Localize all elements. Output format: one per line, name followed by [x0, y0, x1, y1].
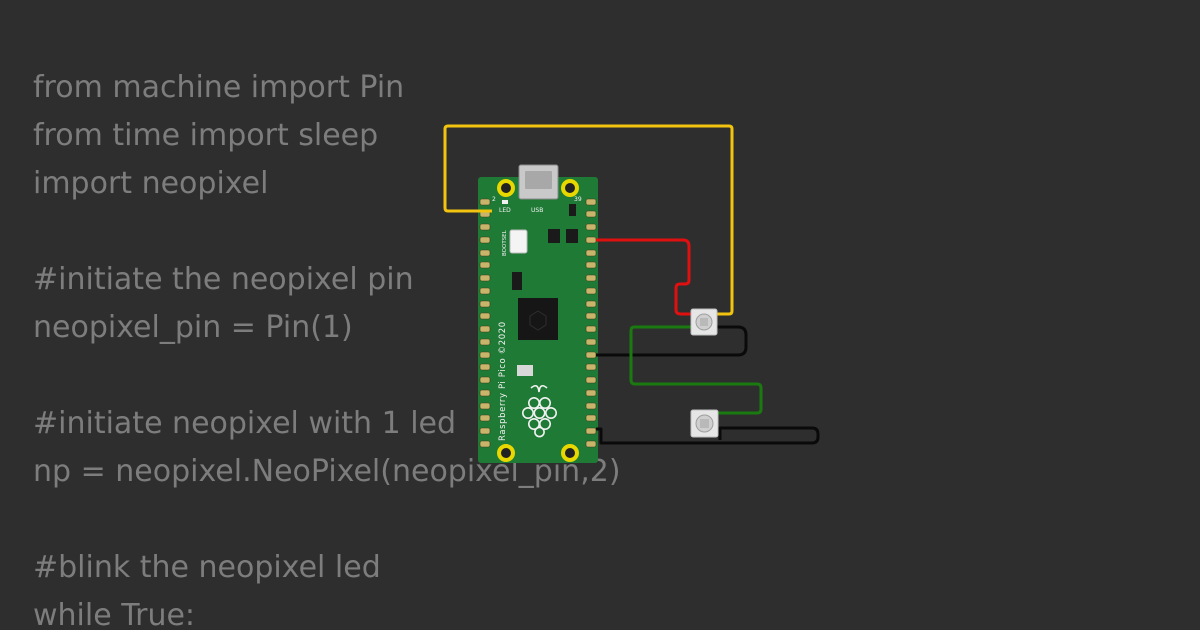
code-line[interactable]: neopixel_pin = Pin(1) — [33, 310, 353, 345]
code-line[interactable]: while True: — [33, 598, 196, 630]
pin-2-label: 2 — [492, 196, 496, 203]
board-name-label: Raspberry Pi Pico ©2020 — [498, 321, 508, 441]
pico-board[interactable]: 2 LED USB 39 BOOTSEL Raspberry Pi Pico ©… — [478, 164, 598, 463]
code-line[interactable]: #initiate neopixel with 1 led — [33, 406, 457, 441]
ground-wire-2[interactable] — [596, 426, 820, 445]
code-line[interactable]: #blink the neopixel led — [33, 550, 381, 585]
data-chain-wire[interactable] — [629, 325, 763, 415]
onboard-led — [502, 200, 508, 204]
right-pin-header — [585, 198, 597, 448]
bootsel-button[interactable] — [509, 229, 528, 254]
neopixel-led-1[interactable] — [690, 308, 718, 336]
usb-connector — [518, 164, 559, 200]
usb-label: USB — [531, 207, 543, 214]
test-pad — [517, 365, 533, 376]
neopixel-led-2[interactable] — [690, 409, 719, 438]
pin-39-label: 39 — [574, 196, 582, 203]
components — [512, 204, 578, 290]
raspberry-logo-icon — [521, 384, 557, 438]
left-pin-header — [479, 198, 491, 448]
led-label: LED — [499, 207, 511, 214]
code-line[interactable]: from time import sleep — [33, 118, 379, 153]
code-editor[interactable]: from machine import Pin from time import … — [33, 64, 621, 630]
ground-wire-1[interactable] — [596, 325, 748, 357]
mounting-holes — [497, 179, 579, 462]
signal-wire[interactable] — [443, 124, 734, 316]
code-line[interactable]: import neopixel — [33, 166, 269, 201]
bootsel-label: BOOTSEL — [502, 229, 508, 256]
code-line[interactable]: from machine import Pin — [33, 70, 405, 105]
rp2040-chip — [518, 298, 558, 340]
code-line[interactable]: #initiate the neopixel pin — [33, 262, 414, 297]
power-wire[interactable] — [596, 238, 691, 316]
